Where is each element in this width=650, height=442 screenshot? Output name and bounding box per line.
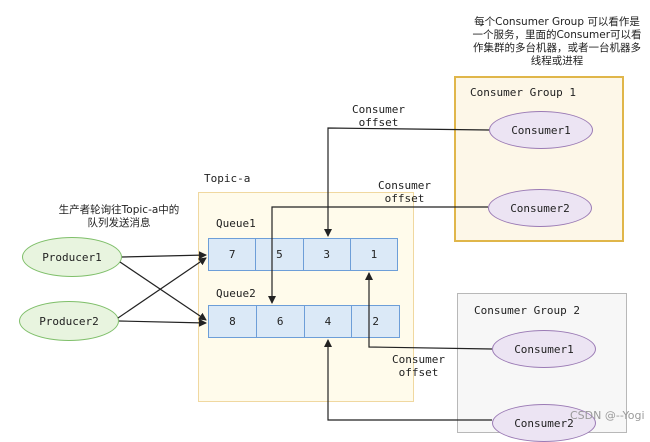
note-line: 一个服务，里面的Consumer可以看 <box>472 29 642 41</box>
offset-word: Consumer <box>378 179 431 192</box>
queue1: 7 5 3 1 <box>208 238 398 271</box>
note-line: 生产者轮询往Topic-a中的 <box>58 204 180 216</box>
group2-title: Consumer Group 2 <box>474 304 580 317</box>
watermark: CSDN @--Yogi <box>570 409 645 422</box>
queue-cell: 2 <box>351 306 399 337</box>
topic-label: Topic-a <box>204 172 251 185</box>
topic-box <box>198 192 414 402</box>
offset-word: Consumer <box>392 353 445 366</box>
producer1-to-queue1-arrow <box>121 251 207 260</box>
producer2-node: Producer2 <box>19 301 119 341</box>
queue2-label: Queue2 <box>216 287 256 300</box>
offset-word: offset <box>384 192 425 205</box>
offset-label-bottom: Consumer offset <box>392 353 445 379</box>
g2c2-offset-arrow <box>324 339 492 421</box>
queue-cell: 5 <box>255 239 302 270</box>
group1-consumer1-node: Consumer1 <box>489 111 593 149</box>
note-line: 作集群的多台机器，或者一台机器多 <box>473 42 641 54</box>
offset-word: offset <box>358 116 399 129</box>
offset-label-middle: Consumer offset <box>378 179 431 205</box>
note-line: 每个Consumer Group 可以看作是 <box>474 16 640 28</box>
g2c1-offset-arrow <box>365 272 493 350</box>
queue-cell: 7 <box>228 248 236 261</box>
producer2-to-queue2-arrow <box>118 318 207 327</box>
queue-cell: 3 <box>302 239 350 270</box>
group1-consumer2-node: Consumer2 <box>488 189 592 227</box>
producer-note: 生产者轮询往Topic-a中的 队列发送消息 <box>44 204 194 230</box>
group1-title: Consumer Group 1 <box>470 86 576 99</box>
queue-cell: 1 <box>349 239 397 270</box>
queue-cell: 6 <box>255 306 304 337</box>
g1c2-offset-arrow <box>268 206 488 304</box>
producer2-to-queue1-arrow <box>117 257 207 319</box>
group2-consumer1-node: Consumer1 <box>492 330 596 368</box>
consumer-group-note: 每个Consumer Group 可以看作是 一个服务，里面的Consumer可… <box>462 16 650 68</box>
offset-word: offset <box>398 366 439 379</box>
queue-cell: 8 <box>229 315 236 328</box>
offset-word: Consumer <box>352 103 405 116</box>
queue2: 8 6 4 2 <box>208 305 400 338</box>
connector-lines <box>117 127 493 421</box>
offset-label-top: Consumer offset <box>352 103 405 129</box>
queue1-label: Queue1 <box>216 217 256 230</box>
note-line: 队列发送消息 <box>87 217 151 229</box>
g1c1-offset-arrow <box>324 127 490 237</box>
queue-cell: 4 <box>303 306 352 337</box>
note-line: 线程或进程 <box>530 55 584 67</box>
producer1-to-queue2-arrow <box>119 261 207 321</box>
producer1-node: Producer1 <box>22 237 122 277</box>
